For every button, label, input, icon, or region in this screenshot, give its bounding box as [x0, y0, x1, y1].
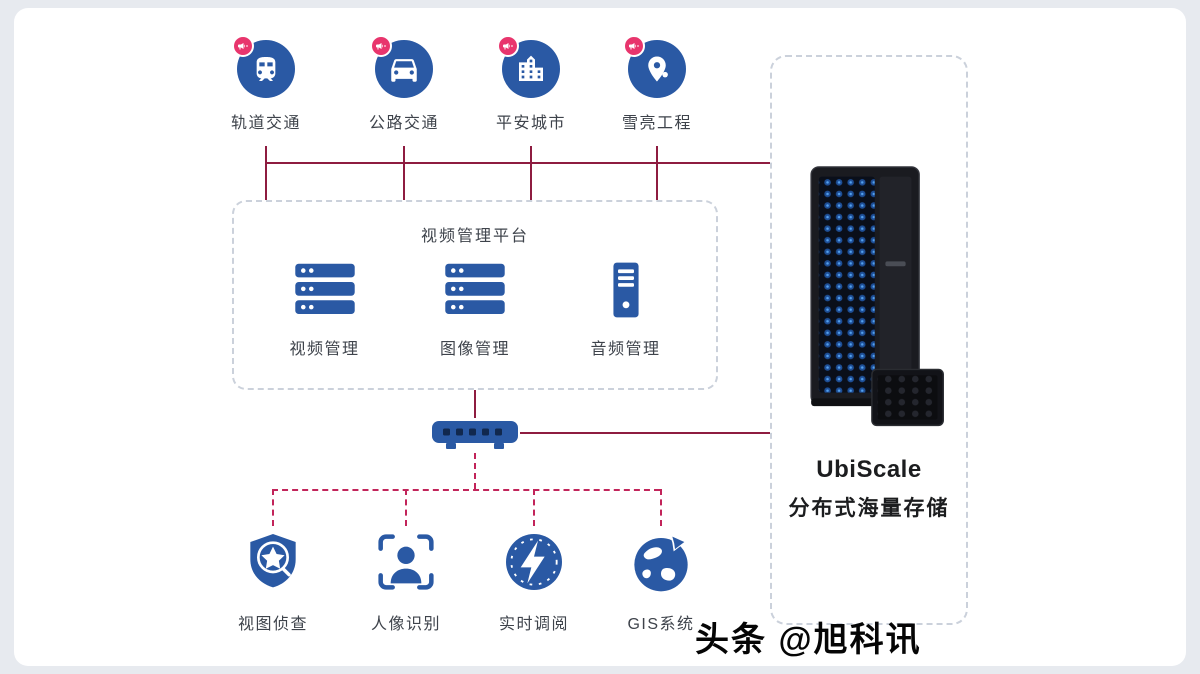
- connector-drop: [403, 163, 405, 200]
- connector-stub: [656, 146, 658, 163]
- network-switch: [430, 417, 520, 453]
- connector-platform-switch: [474, 390, 476, 418]
- server-stack-icon: [294, 263, 355, 314]
- connector-stub: [265, 146, 267, 163]
- app-label: 人像识别: [370, 616, 441, 633]
- alert-badge-icon: [623, 35, 645, 57]
- connector-stub: [403, 146, 405, 163]
- alert-badge-icon: [370, 35, 392, 57]
- module-audio: 音频管理: [566, 258, 686, 359]
- module-label: 视频管理: [289, 341, 360, 358]
- shield-search-icon: [250, 534, 296, 588]
- source-node-sharp-eyes: 雪亮工程: [597, 35, 717, 133]
- source-node-city: 平安城市: [471, 35, 591, 133]
- app-node-investigation: 视图侦查: [213, 530, 333, 634]
- server-tower-icon: [612, 262, 639, 318]
- source-label: 平安城市: [495, 115, 566, 132]
- platform-title: 视频管理平台: [420, 228, 529, 245]
- storage-box: UbiScale 分布式海量存储: [770, 55, 968, 625]
- module-video: 视频管理: [265, 258, 385, 359]
- train-icon: [232, 35, 295, 98]
- dashed-drop: [405, 489, 407, 526]
- app-label: 视图侦查: [237, 616, 308, 633]
- server-stack-icon: [445, 263, 505, 314]
- app-node-gis: GIS系统: [601, 530, 721, 634]
- city-icon: [497, 35, 560, 98]
- connector-drop: [656, 163, 658, 200]
- app-label: GIS系统: [627, 616, 695, 633]
- source-label: 轨道交通: [230, 115, 301, 132]
- app-node-realtime: 实时调阅: [474, 530, 594, 634]
- module-image: 图像管理: [415, 258, 535, 359]
- face-recognition-icon: [378, 534, 434, 590]
- module-label: 图像管理: [439, 341, 510, 358]
- watermark-text: 头条 @旭科讯: [695, 621, 922, 659]
- dashed-drop: [660, 489, 662, 526]
- connector-switch-storage: [520, 432, 770, 434]
- connector-stub: [530, 146, 532, 163]
- alert-badge-icon: [232, 35, 254, 57]
- storage-rack-image: [810, 166, 944, 427]
- dashed-drop: [272, 489, 274, 526]
- globe-icon: [634, 532, 688, 592]
- switch-icon: [432, 421, 518, 449]
- app-node-face: 人像识别: [346, 530, 466, 634]
- dashed-horizontal: [272, 489, 660, 491]
- module-label: 音频管理: [590, 341, 661, 358]
- connector-drop: [265, 163, 267, 200]
- storage-title: UbiScale: [816, 456, 922, 483]
- source-label: 雪亮工程: [621, 115, 692, 132]
- flash-icon: [506, 534, 562, 590]
- source-label: 公路交通: [368, 115, 439, 132]
- car-icon: [370, 35, 433, 98]
- platform-modules: 视频管理 图像管理 音频管理: [234, 258, 716, 359]
- source-node-road: 公路交通: [344, 35, 464, 133]
- alert-badge-icon: [497, 35, 519, 57]
- connector-top-horizontal: [265, 162, 770, 164]
- app-label: 实时调阅: [498, 616, 569, 633]
- dashed-drop-switch: [474, 453, 476, 489]
- location-icon: [623, 35, 686, 98]
- connector-drop: [530, 163, 532, 200]
- video-platform-box: 视频管理平台 视频管理 图像管理: [232, 200, 718, 390]
- dashed-drop: [533, 489, 535, 526]
- source-node-rail: 轨道交通: [206, 35, 326, 133]
- storage-subtitle: 分布式海量存储: [788, 497, 950, 520]
